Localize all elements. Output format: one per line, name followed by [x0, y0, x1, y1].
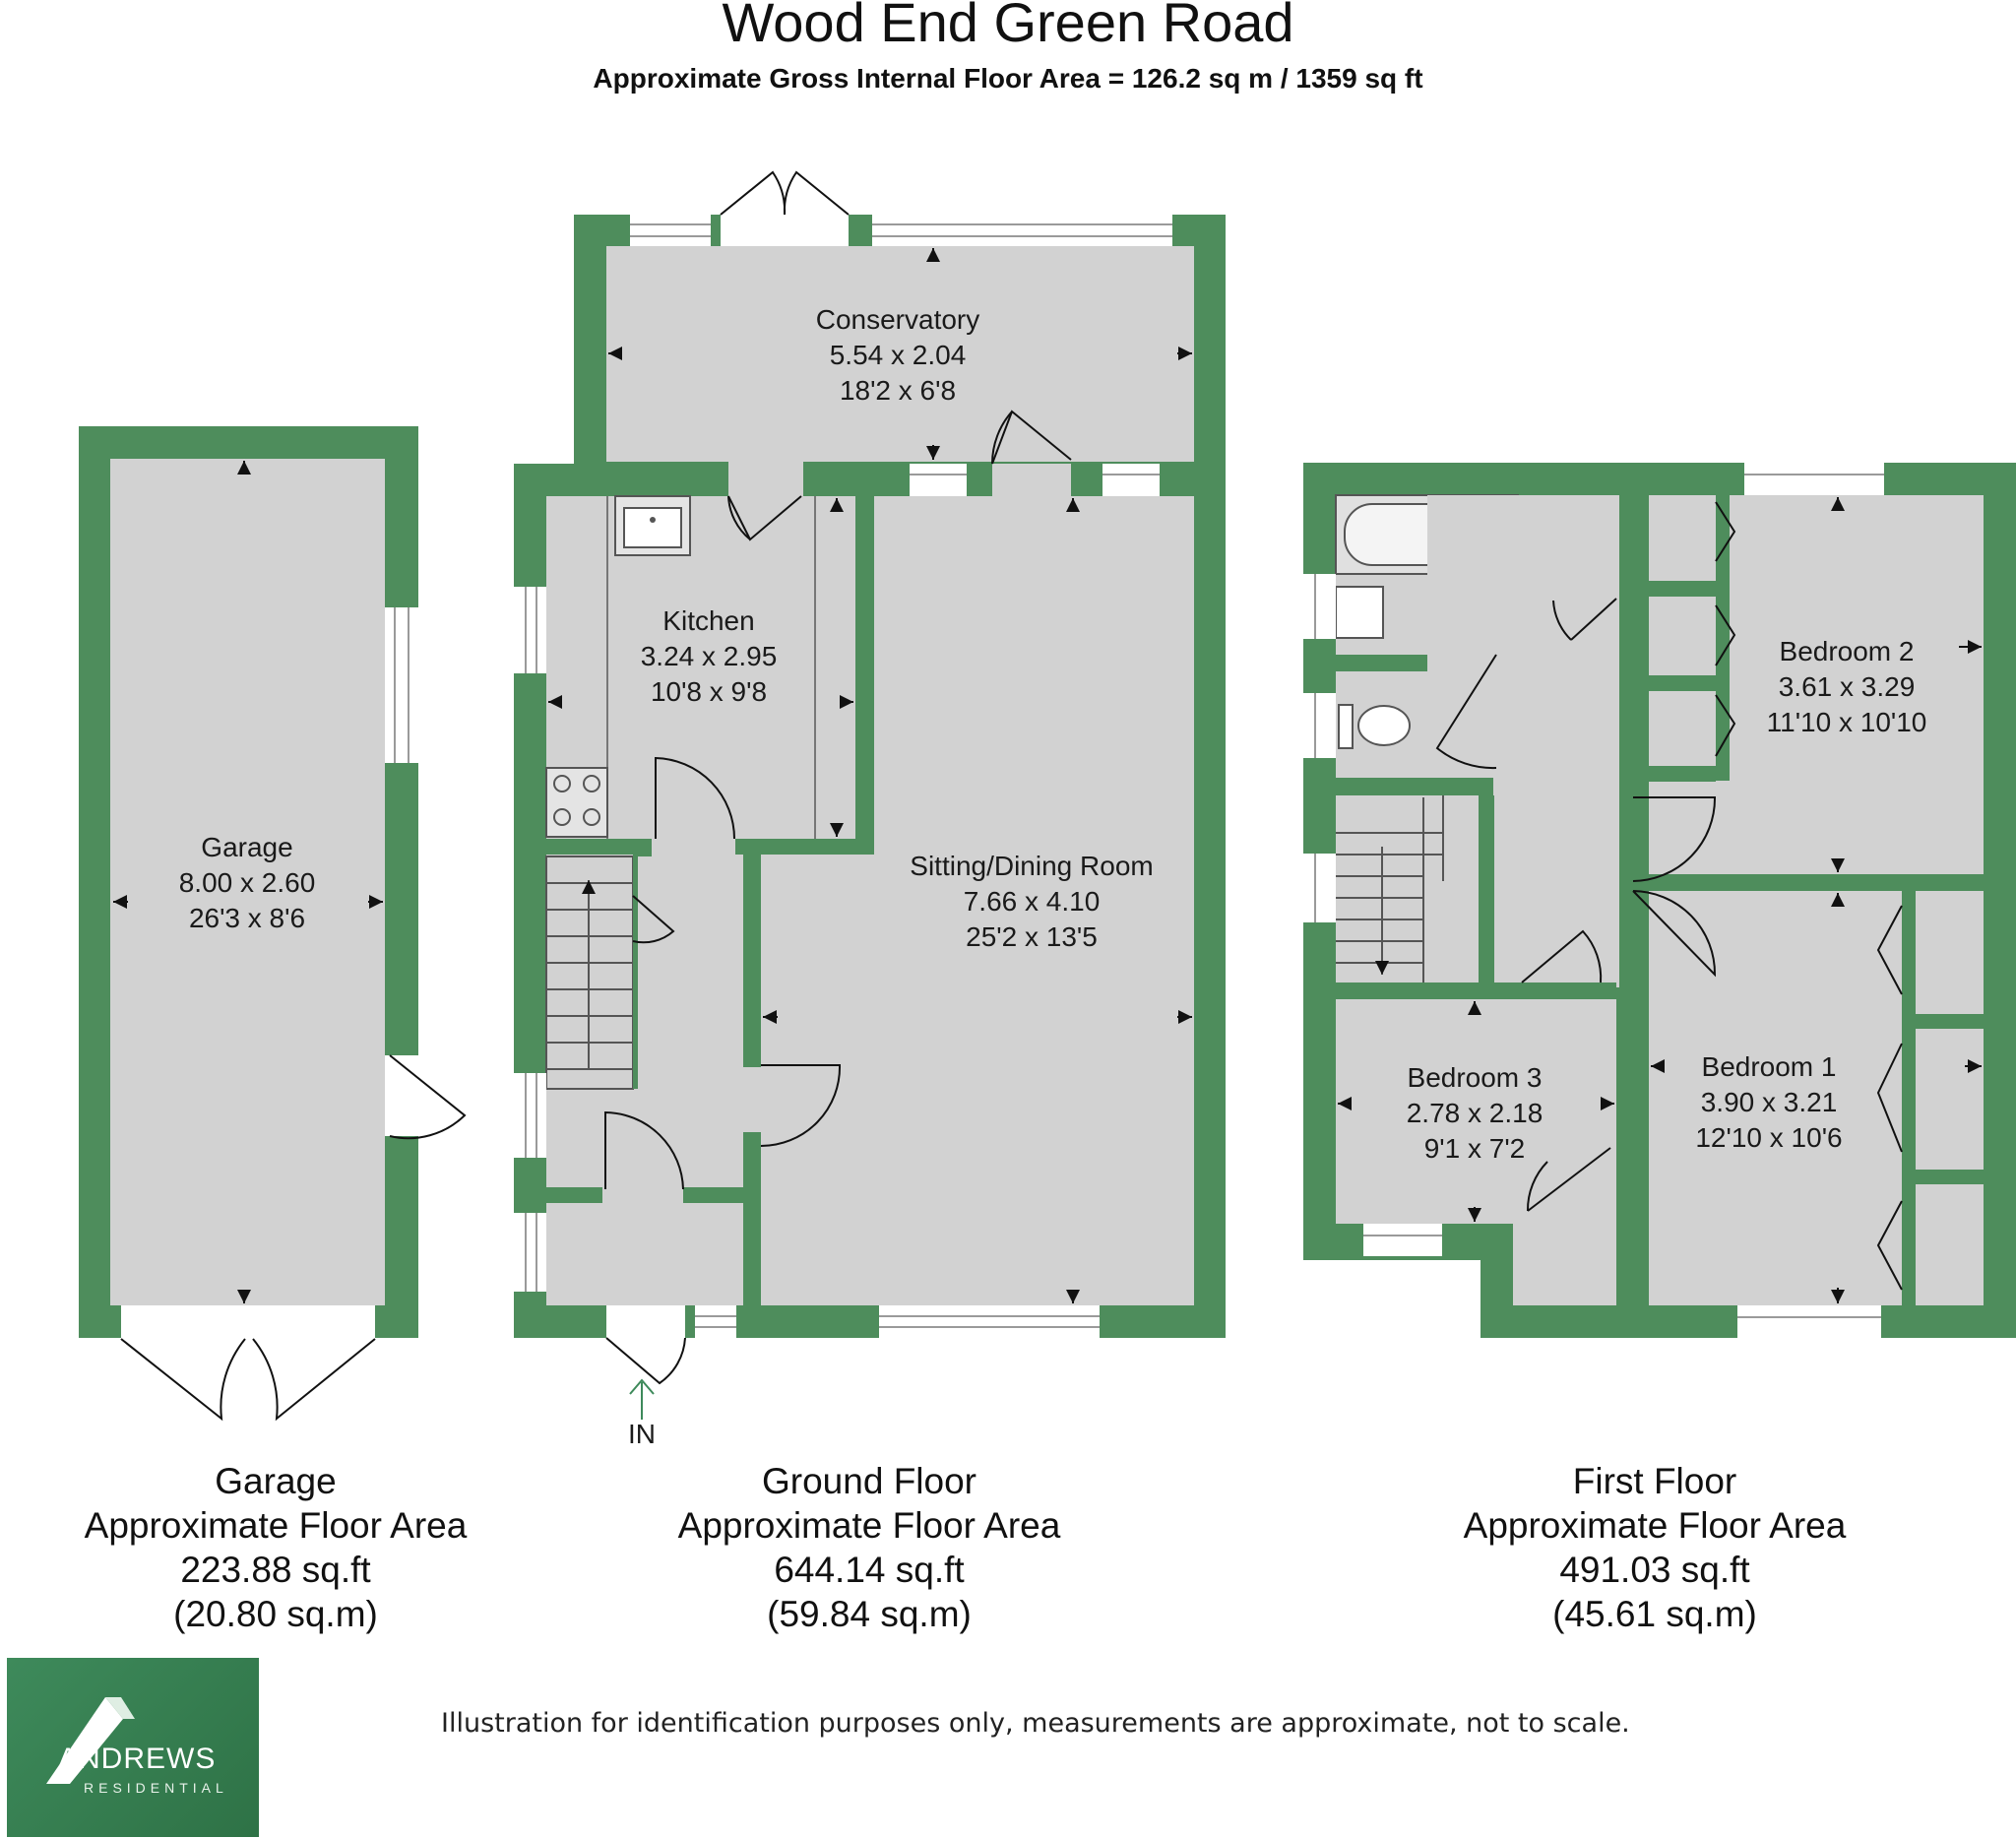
garage-metric: 8.00 x 2.60: [179, 867, 316, 898]
first-caption-sqm: (45.61 sq.m): [1552, 1594, 1757, 1634]
conservatory-floor: [606, 246, 1194, 462]
ground-caption-name: Ground Floor: [762, 1461, 976, 1501]
page-title: Wood End Green Road: [722, 0, 1294, 53]
bedroom2-imperial: 11'10 x 10'10: [1767, 707, 1927, 737]
bedroom1-metric: 3.90 x 3.21: [1701, 1087, 1838, 1117]
ground-floor-plan: IN Conservatory 5.54 x 2.04 18'2 x 6'8 K…: [514, 170, 1226, 1449]
garage-side-door: [385, 1055, 418, 1136]
bedroom2-metric: 3.61 x 3.29: [1779, 671, 1916, 702]
first-caption-sqft: 491.03 sq.ft: [1559, 1550, 1750, 1590]
kitchen-name: Kitchen: [662, 605, 754, 636]
first-caption-name: First Floor: [1572, 1461, 1737, 1501]
bedroom1-imperial: 12'10 x 10'6: [1695, 1122, 1842, 1153]
bedroom1-floor: [1649, 891, 1984, 1305]
front-door: [606, 1305, 685, 1338]
garage-front-door: [121, 1305, 375, 1339]
garage-plan: Garage 8.00 x 2.60 26'3 x 8'6: [79, 426, 467, 1422]
garage-caption-sqm: (20.80 sq.m): [173, 1594, 378, 1634]
garage-window: [385, 607, 418, 763]
conservatory-name: Conservatory: [816, 304, 980, 335]
ground-caption: Ground Floor Approximate Floor Area 644.…: [643, 1459, 1096, 1636]
toilet-icon: [1357, 705, 1411, 746]
ground-caption-sqft: 644.14 sq.ft: [774, 1550, 965, 1590]
conservatory-metric: 5.54 x 2.04: [830, 340, 967, 370]
logo-sub: RESIDENTIAL: [84, 1780, 228, 1796]
gross-area-subtitle: Approximate Gross Internal Floor Area = …: [593, 63, 1423, 94]
disclaimer: Illustration for identification purposes…: [441, 1708, 1630, 1739]
sitting-metric: 7.66 x 4.10: [964, 886, 1101, 917]
garage-caption-name: Garage: [215, 1461, 337, 1501]
garage-caption-sqft: 223.88 sq.ft: [180, 1550, 371, 1590]
porch-floor: [546, 1203, 743, 1305]
garage-name: Garage: [201, 832, 292, 862]
ground-caption-sqm: (59.84 sq.m): [767, 1594, 972, 1634]
first-caption-label: Approximate Floor Area: [1463, 1505, 1847, 1546]
sitting-name: Sitting/Dining Room: [910, 851, 1153, 881]
andrews-logo: ANDREWS RESIDENTIAL: [7, 1658, 259, 1837]
basin-icon: [1335, 586, 1384, 639]
sitting-floor: [761, 855, 889, 1305]
bedroom3-metric: 2.78 x 2.18: [1407, 1098, 1544, 1128]
bedroom2-name: Bedroom 2: [1780, 636, 1915, 666]
garage-floor: [110, 459, 385, 1305]
stairs-icon: [545, 856, 634, 1090]
conservatory-imperial: 18'2 x 6'8: [840, 375, 956, 406]
logo-name: ANDREWS: [58, 1743, 217, 1775]
entrance-arrow-icon: [629, 1378, 655, 1420]
garage-caption: Garage Approximate Floor Area 223.88 sq.…: [49, 1459, 502, 1636]
kitchen-imperial: 10'8 x 9'8: [651, 676, 767, 707]
kitchen-metric: 3.24 x 2.95: [641, 641, 778, 671]
bedroom3-floor: [1336, 999, 1616, 1224]
entrance-label: IN: [628, 1419, 656, 1449]
first-caption: First Floor Approximate Floor Area 491.0…: [1428, 1459, 1881, 1636]
roof-icon: [46, 1697, 135, 1784]
bedroom1-name: Bedroom 1: [1702, 1051, 1837, 1082]
bedroom3-imperial: 9'1 x 7'2: [1424, 1133, 1526, 1164]
ground-caption-label: Approximate Floor Area: [677, 1505, 1061, 1546]
first-floor-plan: Bedroom 2 3.61 x 3.29 11'10 x 10'10 Bedr…: [1303, 463, 2016, 1338]
garage-imperial: 26'3 x 8'6: [189, 903, 305, 933]
sitting-imperial: 25'2 x 13'5: [966, 921, 1098, 952]
stairs-icon-first: [1336, 795, 1479, 982]
bedroom3-name: Bedroom 3: [1408, 1062, 1543, 1093]
garage-caption-label: Approximate Floor Area: [84, 1505, 468, 1546]
